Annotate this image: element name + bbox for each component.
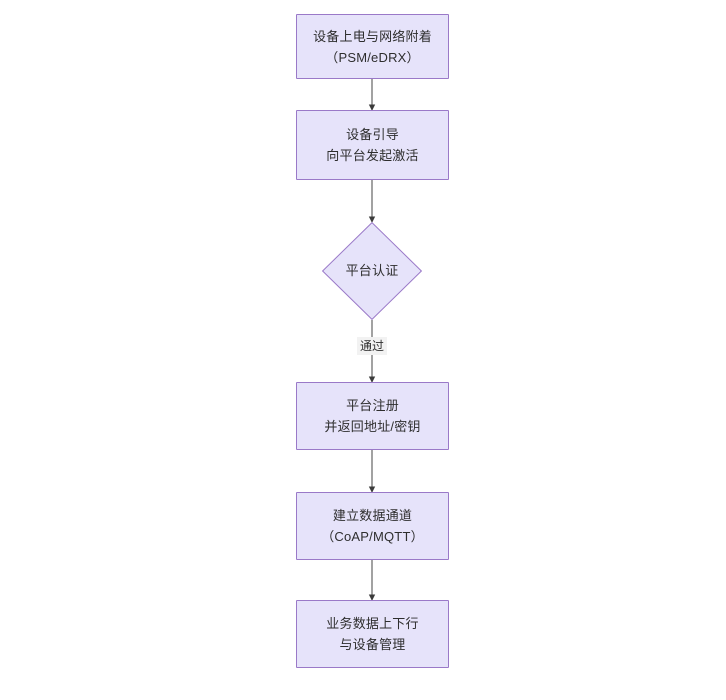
node-label: 设备上电与网络附着 （PSM/eDRX） <box>313 28 432 65</box>
node-business-data-and-device-mgmt[interactable]: 业务数据上下行 与设备管理 <box>296 600 449 668</box>
node-label: 建立数据通道 （CoAP/MQTT） <box>321 508 424 544</box>
node-establish-data-channel[interactable]: 建立数据通道 （CoAP/MQTT） <box>296 492 449 560</box>
node-label: 平台认证 <box>345 263 399 278</box>
node-device-bootstrap[interactable]: 设备引导 向平台发起激活 <box>296 110 449 180</box>
node-label: 平台注册 并返回地址/密钥 <box>324 398 421 434</box>
node-label: 业务数据上下行 与设备管理 <box>326 616 419 652</box>
node-label: 设备引导 向平台发起激活 <box>326 127 419 163</box>
node-platform-auth-decision[interactable]: 平台认证 <box>322 222 422 320</box>
edge-label-pass: 通过 <box>356 337 388 355</box>
diamond-shape <box>322 222 422 320</box>
node-platform-register[interactable]: 平台注册 并返回地址/密钥 <box>296 382 449 450</box>
node-device-power-on[interactable]: 设备上电与网络附着 （PSM/eDRX） <box>296 14 449 79</box>
